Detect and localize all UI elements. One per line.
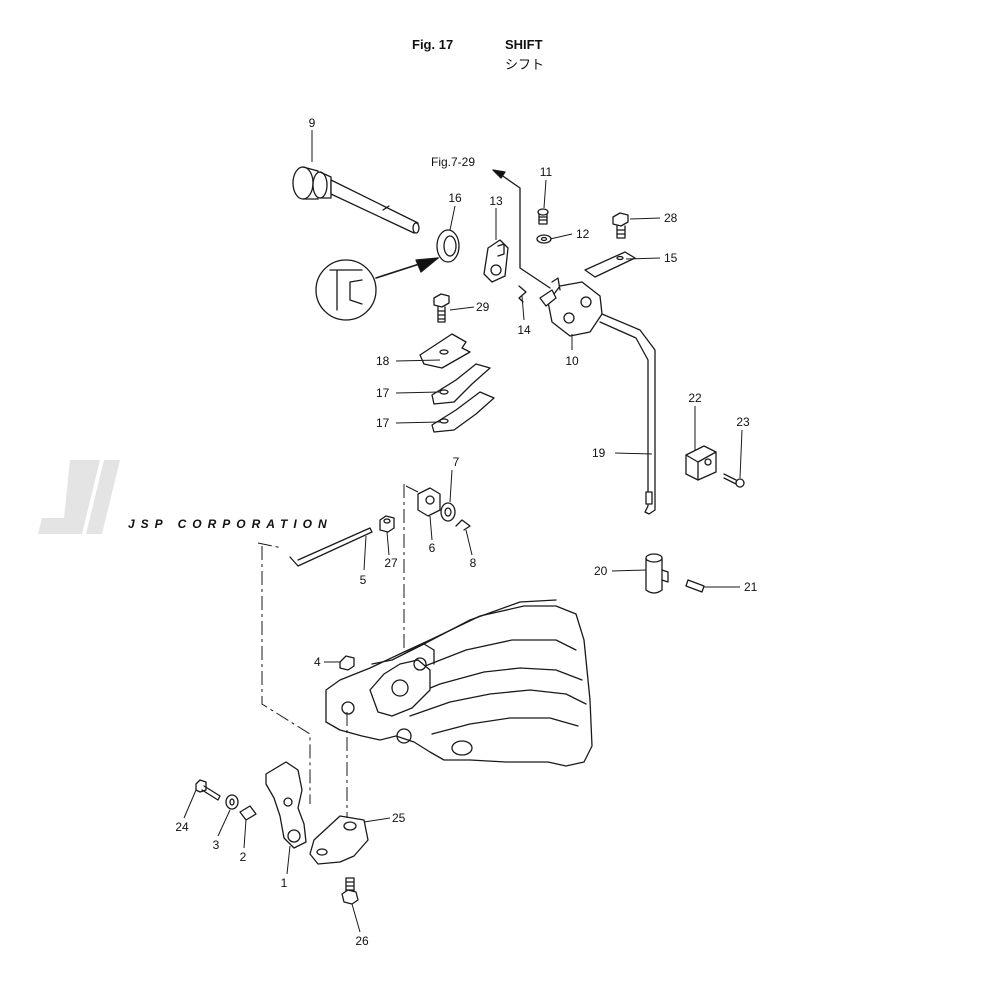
nut-part-27 (379, 515, 395, 533)
callout-17-upper: 17 (376, 386, 390, 400)
collar-part-2 (239, 805, 257, 821)
bolt-part-26 (341, 877, 359, 905)
callout-fig-ref: Fig.7-29 (431, 155, 475, 169)
watermark-logo: JSP CORPORATION (38, 460, 333, 534)
plate-part-17-lower (431, 391, 495, 433)
callout-19: 19 (592, 446, 606, 460)
figure-title: SHIFT (505, 37, 543, 52)
callout-14: 14 (517, 323, 531, 337)
screw-part-23 (723, 473, 745, 488)
shift-rod-part-19 (599, 313, 656, 515)
callout-3: 3 (213, 838, 220, 852)
callout-21: 21 (744, 580, 758, 594)
callout-10: 10 (565, 354, 579, 368)
callout-26: 26 (355, 934, 369, 948)
bolt-part-28 (612, 212, 629, 239)
clip-part-14 (518, 285, 527, 303)
plate-part-15 (584, 251, 636, 278)
washer-part-12 (536, 234, 552, 244)
callout-29: 29 (476, 300, 490, 314)
screw-part-11 (537, 208, 549, 225)
callout-6: 6 (429, 541, 436, 555)
callout-leaders (183, 130, 743, 933)
callout-16: 16 (448, 191, 462, 205)
callout-15: 15 (664, 251, 678, 265)
washer-part-3 (225, 794, 239, 810)
joint-part-20 (645, 553, 669, 594)
callout-13: 13 (489, 194, 503, 208)
washer-part-7 (440, 502, 456, 522)
seal-detail-inset (315, 257, 439, 321)
figure-number: Fig. 17 (412, 37, 454, 52)
callout-20: 20 (594, 564, 608, 578)
clip-part-8 (455, 519, 471, 531)
plate-part-18 (419, 333, 471, 369)
shift-shaft-part-9 (292, 166, 420, 234)
callout-labels: 9 16 13 Fig.7-29 11 12 28 15 14 10 29 18… (175, 116, 757, 948)
callout-28: 28 (664, 211, 678, 225)
callout-23: 23 (736, 415, 750, 429)
shift-lever-part-13 (483, 239, 509, 283)
shift-cam-part-25 (309, 815, 369, 865)
callout-25: 25 (392, 811, 406, 825)
joint-part-6 (417, 487, 441, 517)
callout-17-lower: 17 (376, 416, 390, 430)
callout-9: 9 (309, 116, 316, 130)
phantom-lines (257, 484, 419, 818)
swivel-bracket-body (325, 599, 593, 767)
callout-27: 27 (384, 556, 398, 570)
pin-part-21 (685, 579, 705, 593)
reference-leader (496, 171, 551, 289)
callout-2: 2 (240, 850, 247, 864)
bolt-part-29 (433, 293, 450, 323)
callout-7: 7 (453, 455, 460, 469)
callout-8: 8 (470, 556, 477, 570)
shift-arm-assembly-part-10 (539, 277, 603, 337)
bolt-part-24 (195, 779, 221, 801)
oil-seal-part-16 (436, 229, 460, 263)
callout-1: 1 (281, 876, 288, 890)
shift-lever-part-1 (265, 761, 307, 849)
callout-22: 22 (688, 391, 702, 405)
callout-18: 18 (376, 354, 390, 368)
callout-24: 24 (175, 820, 189, 834)
callout-11: 11 (540, 165, 553, 179)
callout-5: 5 (360, 573, 367, 587)
callout-12: 12 (576, 227, 590, 241)
figure-title-jp: シフト (505, 57, 545, 72)
nut-part-4 (339, 655, 355, 671)
block-part-22 (685, 445, 717, 481)
link-rod-part-5 (289, 527, 373, 567)
watermark-text: JSP CORPORATION (128, 517, 333, 531)
callout-4: 4 (314, 655, 321, 669)
